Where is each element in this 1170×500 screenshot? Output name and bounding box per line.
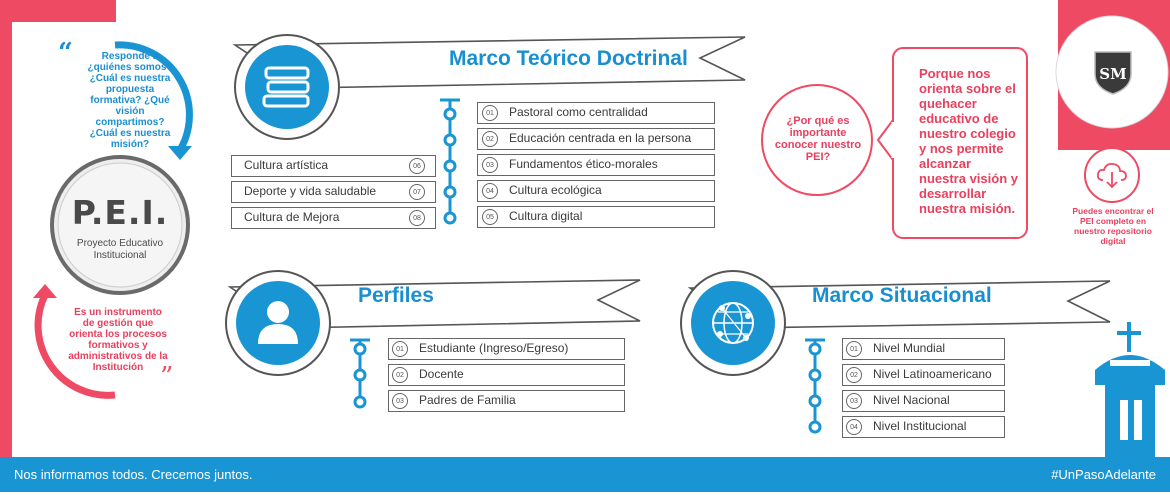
perfiles-item-label: Estudiante (Ingreso/Egreso) [419,341,569,355]
marco-teorico-item-number: 01 [482,105,498,121]
pei-definition-text: Es un instrumento de gestión que orienta… [68,307,168,373]
marco-situacional-item [842,390,1005,412]
marco-teorico-item [477,102,715,124]
perfiles-item [388,390,625,412]
books-icon [262,66,312,115]
marco-situacional-item [842,338,1005,360]
marco-teorico-extra-item-label: Cultura de Mejora [244,210,340,224]
marco-situacional-item [842,416,1005,438]
marco-teorico-item [477,128,715,150]
marco-teorico-item-number: 02 [482,131,498,147]
marco-teorico-extra-item [231,207,436,229]
footer-bar: Nos informamos todos. Crecemos juntos. #… [0,457,1170,492]
perfiles-item [388,338,625,360]
perfiles-item-number: 02 [392,367,408,383]
footer-slogan: Nos informamos todos. Crecemos juntos. [14,467,253,482]
marco-situacional-title: Marco Situacional [812,284,992,307]
marco-teorico-item-label: Fundamentos ético-morales [509,157,658,171]
school-logo: SM [1093,50,1133,101]
marco-teorico-extra-item-label: Deporte y vida saludable [244,184,377,198]
marco-teorico-item-number: 05 [482,209,498,225]
marco-teorico-item-number: 04 [482,183,498,199]
perfiles-item-label: Padres de Familia [419,393,516,407]
perfiles-item [388,364,625,386]
marco-situacional-item-label: Nivel Mundial [873,341,946,355]
marco-situacional-item-label: Nivel Institucional [873,419,967,433]
marco-situacional-item-number: 01 [846,341,862,357]
marco-teorico-extra-item-label: Cultura artística [244,158,329,172]
perfiles-title: Perfiles [358,284,434,307]
why-question: ¿Por qué es importante conocer nuestro P… [774,115,862,163]
marco-teorico-extra-item-number: 08 [409,210,425,226]
pei-subtitle: Proyecto Educativo Institucional [76,238,164,261]
marco-situacional-item-number: 03 [846,393,862,409]
marco-situacional-item-label: Nivel Latinoamericano [873,367,992,381]
marco-teorico-item-label: Educación centrada en la persona [509,131,692,145]
cloud-download-icon[interactable] [1096,160,1128,195]
globe-network-icon [708,298,758,353]
marco-teorico-item [477,206,715,228]
pei-question-text: Responde a ¿quiénes somos? ¿Cuál es nues… [87,51,173,150]
perfiles-item-number: 01 [392,341,408,357]
marco-teorico-item-number: 03 [482,157,498,173]
pei-title: P.E.I. [71,193,169,232]
marco-teorico-extra-item-number: 07 [409,184,425,200]
marco-teorico-item-label: Cultura ecológica [509,183,602,197]
marco-situacional-item-number: 02 [846,367,862,383]
logo-text: SM [1099,65,1126,83]
marco-teorico-title: Marco Teórico Doctrinal [449,47,688,70]
user-icon [256,298,300,349]
marco-teorico-extra-item-number: 06 [409,158,425,174]
marco-teorico-item-label: Cultura digital [509,209,583,223]
footer-hashtag[interactable]: #UnPasoAdelante [1051,467,1156,482]
pei-answer-text: Porque nos orienta sobre el quehacer edu… [919,66,1018,216]
repository-text[interactable]: Puedes encontrar el PEI completo en nues… [1072,206,1154,246]
marco-situacional-item-number: 04 [846,419,862,435]
quote-close-icon: ” [160,362,174,392]
marco-teorico-item [477,180,715,202]
marco-teorico-extra-item [231,181,436,203]
marco-situacional-item-label: Nivel Nacional [873,393,950,407]
perfiles-item-number: 03 [392,393,408,409]
marco-teorico-item-label: Pastoral como centralidad [509,105,648,119]
marco-teorico-item [477,154,715,176]
marco-teorico-extra-item [231,155,436,177]
perfiles-item-label: Docente [419,367,464,381]
marco-situacional-item [842,364,1005,386]
